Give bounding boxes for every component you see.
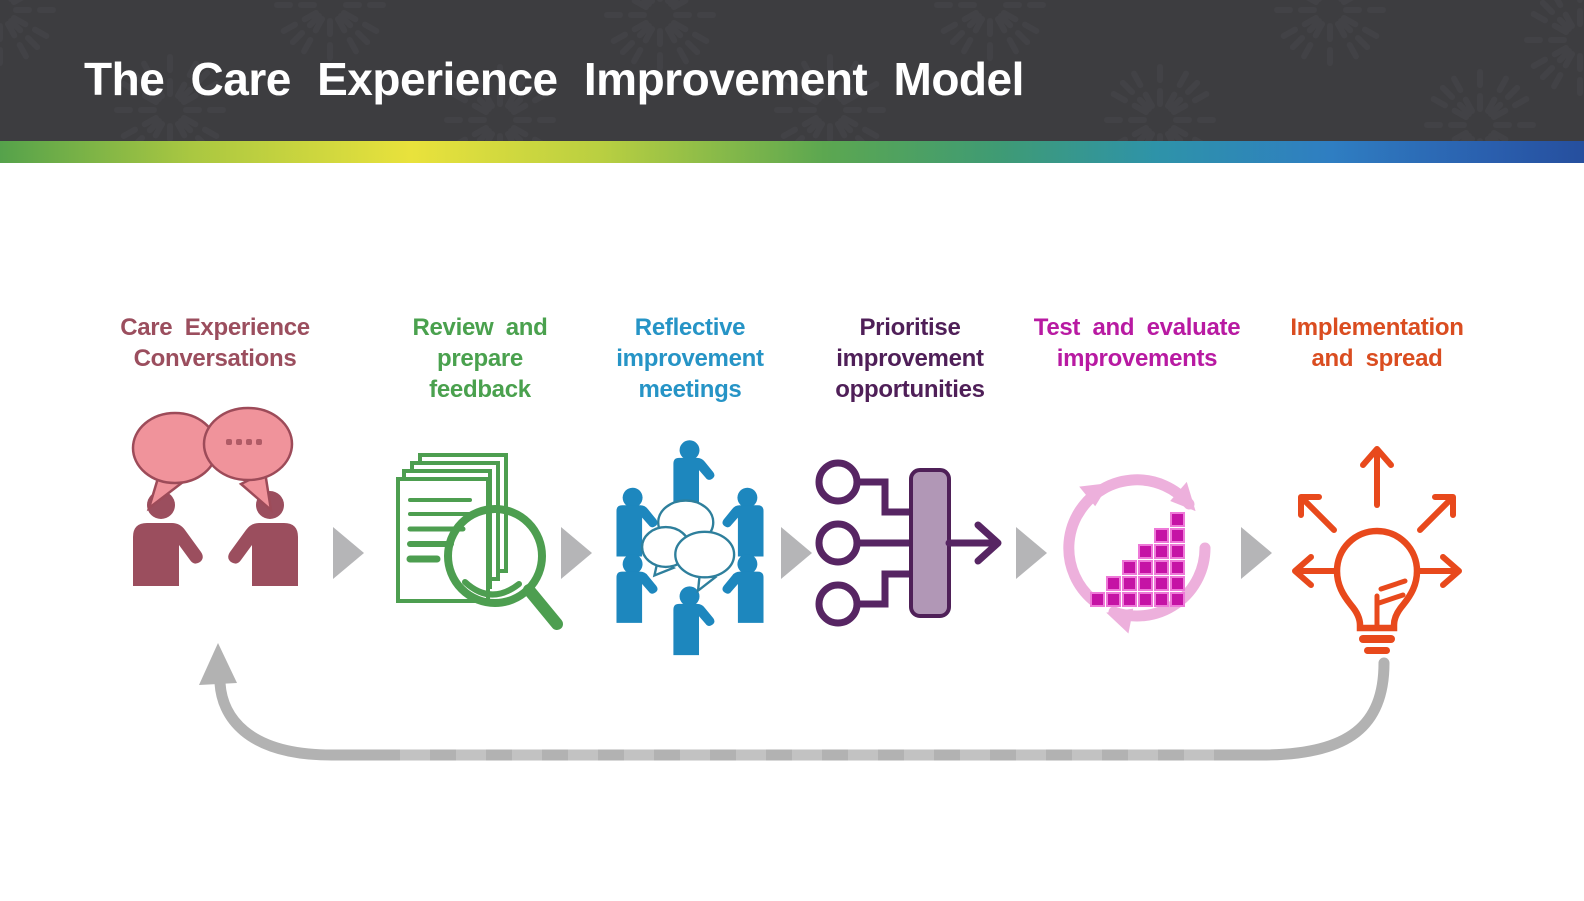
stage-label: Implementation and spread [1290,314,1464,372]
flow-arrow-icon [1241,527,1272,579]
meeting-people-icon [616,440,764,656]
test-cycle-chart-icon [1063,474,1211,634]
feedback-loop-arrow-icon [199,643,1390,761]
stage-label: Care Experience Conversations [120,314,310,372]
flow-arrow-icon [561,527,592,579]
flow-arrow-icon [1016,527,1047,579]
lightbulb-spread-icon [1292,446,1462,654]
header-banner: The Care Experience Improvement Model [0,0,1584,141]
stage-care-experience-conversations: Care Experience Conversations [95,312,335,374]
stage-implementation-spread: Implementation and spread [1277,312,1477,374]
stage-review-prepare-feedback: Review and prepare feedback [400,312,560,405]
stage-reflective-improvement-meetings: Reflective improvement meetings [605,312,775,405]
prioritisation-flow-icon [815,459,1002,627]
gradient-divider [0,141,1584,163]
stage-label: Review and prepare feedback [412,314,548,403]
stage-label: Prioritise improvement opportunities [835,314,985,403]
stage-test-evaluate-improvements: Test and evaluate improvements [1017,312,1257,374]
stair-step-squares [1090,512,1185,607]
flow-arrow-icon [781,527,812,579]
conversation-people-icon [131,406,298,586]
stage-label: Test and evaluate improvements [1033,314,1241,372]
documents-magnifier-icon [396,453,563,630]
flow-arrow-icon [333,527,364,579]
stage-label: Reflective improvement meetings [616,314,764,403]
stage-prioritise-improvement-opportunities: Prioritise improvement opportunities [825,312,995,405]
page-title: The Care Experience Improvement Model [84,53,1024,105]
